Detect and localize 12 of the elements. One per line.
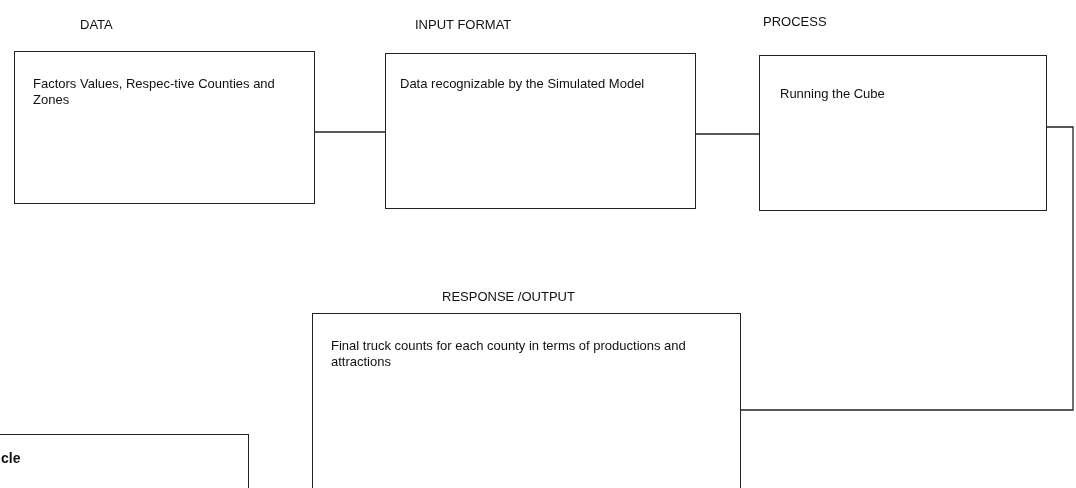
stage-heading: RESPONSE /OUTPUT bbox=[442, 289, 575, 304]
connector-line bbox=[314, 131, 386, 133]
stage-heading: DATA bbox=[80, 17, 113, 32]
box-text: Data recognizable by the Simulated Model bbox=[400, 76, 646, 92]
box-text: cle bbox=[1, 450, 22, 466]
stage-heading: INPUT FORMAT bbox=[415, 17, 512, 32]
box-text: Final truck counts for each county in terms of productions and attractions bbox=[331, 338, 687, 370]
connector-line bbox=[740, 126, 1074, 411]
stage-heading: PROCESS bbox=[763, 14, 827, 29]
box-text: Running the Cube bbox=[780, 86, 886, 102]
connector-line bbox=[695, 133, 760, 135]
box-text: Factors Values, Respec-tive Counties and Zones bbox=[33, 76, 276, 108]
